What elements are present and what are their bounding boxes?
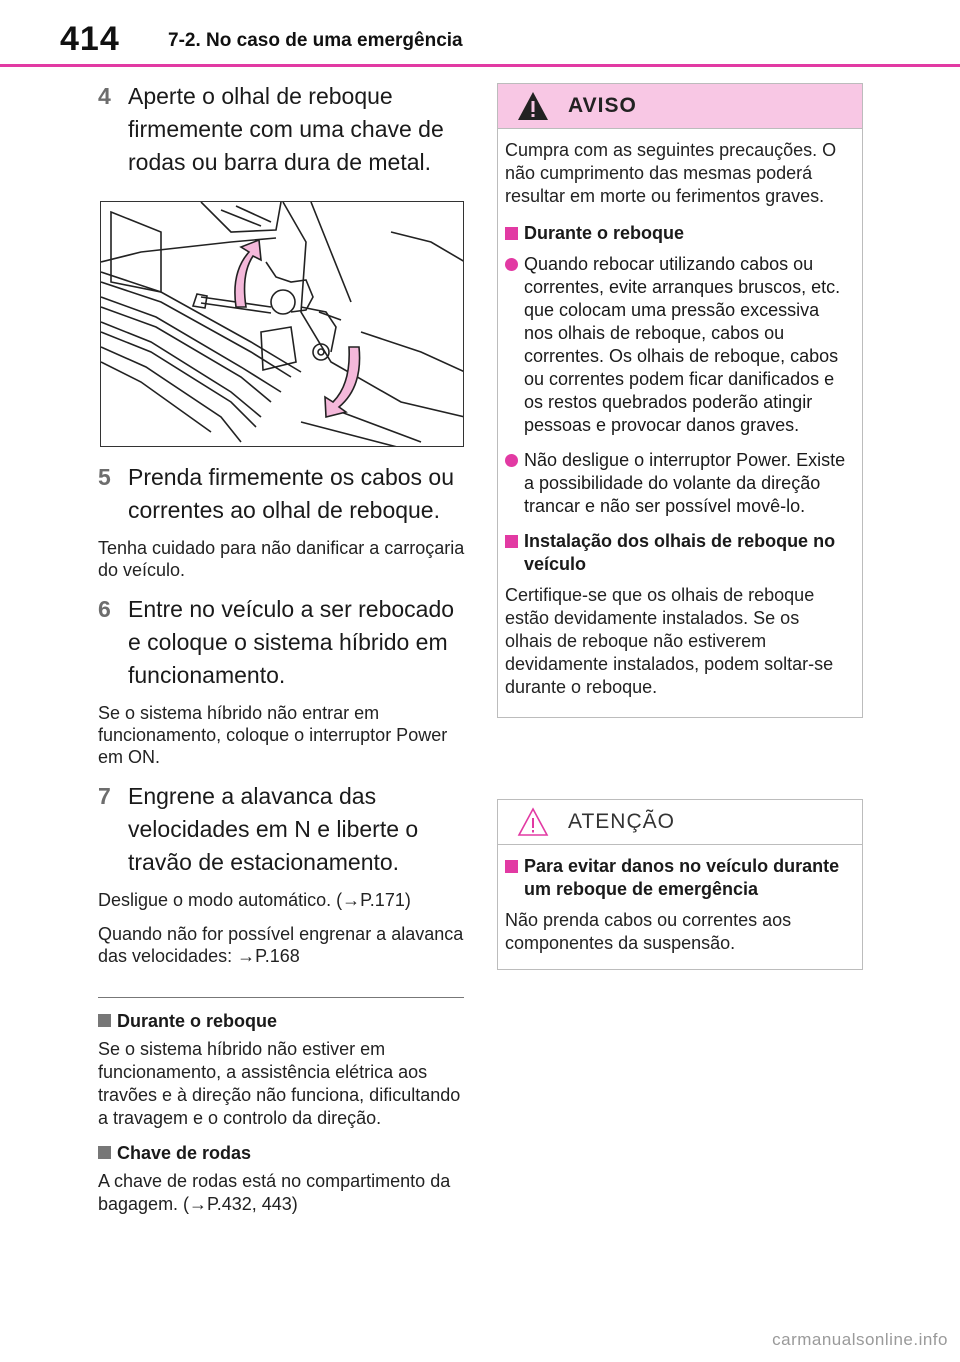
watermark: carmanualsonline.info: [772, 1330, 948, 1349]
subheading-text: Durante o reboque: [524, 223, 685, 243]
warning-subheading-towing: Durante o reboque: [505, 222, 850, 245]
subheading-text: Para evitar danos no veículo durante um …: [524, 856, 840, 899]
warning-body: Cumpra com as seguintes precauções. O nã…: [498, 129, 862, 717]
towing-text: Se o sistema híbrido não estiver em func…: [98, 1039, 461, 1128]
step-text: Engrene a alavanca das velocidades em N …: [128, 783, 419, 875]
subheading-wheel-wrench: Chave de rodas: [98, 1142, 466, 1164]
square-bullet-icon: [505, 227, 518, 240]
step-text: Entre no veículo a ser rebocado e coloqu…: [128, 596, 455, 688]
caution-box: ATENÇÃO Para evitar danos no veículo dur…: [497, 799, 863, 970]
subheading-towing: Durante o reboque: [98, 1010, 466, 1032]
step-5-note: Tenha cuidado para não danificar a carro…: [98, 538, 465, 580]
header-rule: [0, 64, 960, 67]
page-header: 414 7-2. No caso de uma emergência: [0, 0, 960, 68]
bullet-text: Quando rebocar utilizando cabos ou corre…: [524, 254, 841, 435]
subheading-text: Chave de rodas: [117, 1143, 252, 1163]
step-text: Prenda firmemente os cabos ou correntes …: [128, 464, 455, 523]
warning-intro: Cumpra com as seguintes precauções. O nã…: [505, 140, 837, 206]
section-title: 7-2. No caso de uma emergência: [168, 30, 463, 51]
warning-header: AVISO: [498, 84, 862, 129]
tow-eyelet-drawing: [101, 202, 463, 446]
wheel-wrench-text: A chave de rodas está no compartimento d…: [98, 1171, 451, 1214]
subheading-text: Durante o reboque: [117, 1011, 278, 1031]
bullet-text: Não desligue o interruptor Power. Existe…: [524, 450, 846, 516]
caution-subheading: Para evitar danos no veículo durante um …: [505, 855, 850, 901]
warning-box: AVISO Cumpra com as seguintes precauções…: [497, 83, 863, 718]
warning-bullet-1: Quando rebocar utilizando cabos ou corre…: [505, 253, 850, 437]
step-text: Aperte o olhal de reboque firmemente com…: [128, 83, 444, 175]
section-divider: [98, 997, 464, 998]
dot-bullet-icon: [505, 258, 518, 271]
step-number: 7: [98, 783, 111, 809]
left-column: 4 Aperte o olhal de reboque firmemente c…: [98, 80, 466, 1228]
subheading-text: Instalação dos olhais de reboque no veíc…: [524, 531, 836, 574]
caution-triangle-icon: [517, 807, 549, 836]
warning-install-text: Certifique-se que os olhais de reboque e…: [505, 585, 834, 697]
square-bullet-icon: [98, 1146, 111, 1159]
square-bullet-icon: [505, 535, 518, 548]
warning-bullet-2: Não desligue o interruptor Power. Existe…: [505, 449, 850, 518]
tow-eyelet-illustration: [100, 201, 464, 447]
step-4: 4 Aperte o olhal de reboque firmemente c…: [98, 80, 466, 179]
step-5: 5 Prenda firmemente os cabos ou corrente…: [98, 461, 466, 527]
caution-header: ATENÇÃO: [498, 800, 862, 845]
step-6: 6 Entre no veículo a ser rebocado e colo…: [98, 593, 466, 692]
step-6-note: Se o sistema híbrido não entrar em funci…: [98, 703, 448, 767]
caution-text: Não prenda cabos ou correntes aos compon…: [505, 910, 792, 953]
step-7-note-b: Quando não for possível engrenar a alava…: [98, 924, 464, 966]
square-bullet-icon: [98, 1014, 111, 1027]
square-bullet-icon: [505, 860, 518, 873]
warning-subheading-install: Instalação dos olhais de reboque no veíc…: [505, 530, 850, 576]
caution-title: ATENÇÃO: [568, 810, 675, 833]
step-7: 7 Engrene a alavanca das velocidades em …: [98, 780, 466, 879]
warning-triangle-icon: [518, 92, 548, 120]
warning-title: AVISO: [568, 94, 637, 117]
step-number: 5: [98, 464, 111, 490]
step-number: 4: [98, 83, 111, 109]
dot-bullet-icon: [505, 454, 518, 467]
page-number: 414: [60, 20, 120, 58]
step-7-note-a: Desligue o modo automático. (→P.171): [98, 890, 411, 910]
step-number: 6: [98, 596, 111, 622]
caution-body: Para evitar danos no veículo durante um …: [498, 845, 862, 969]
